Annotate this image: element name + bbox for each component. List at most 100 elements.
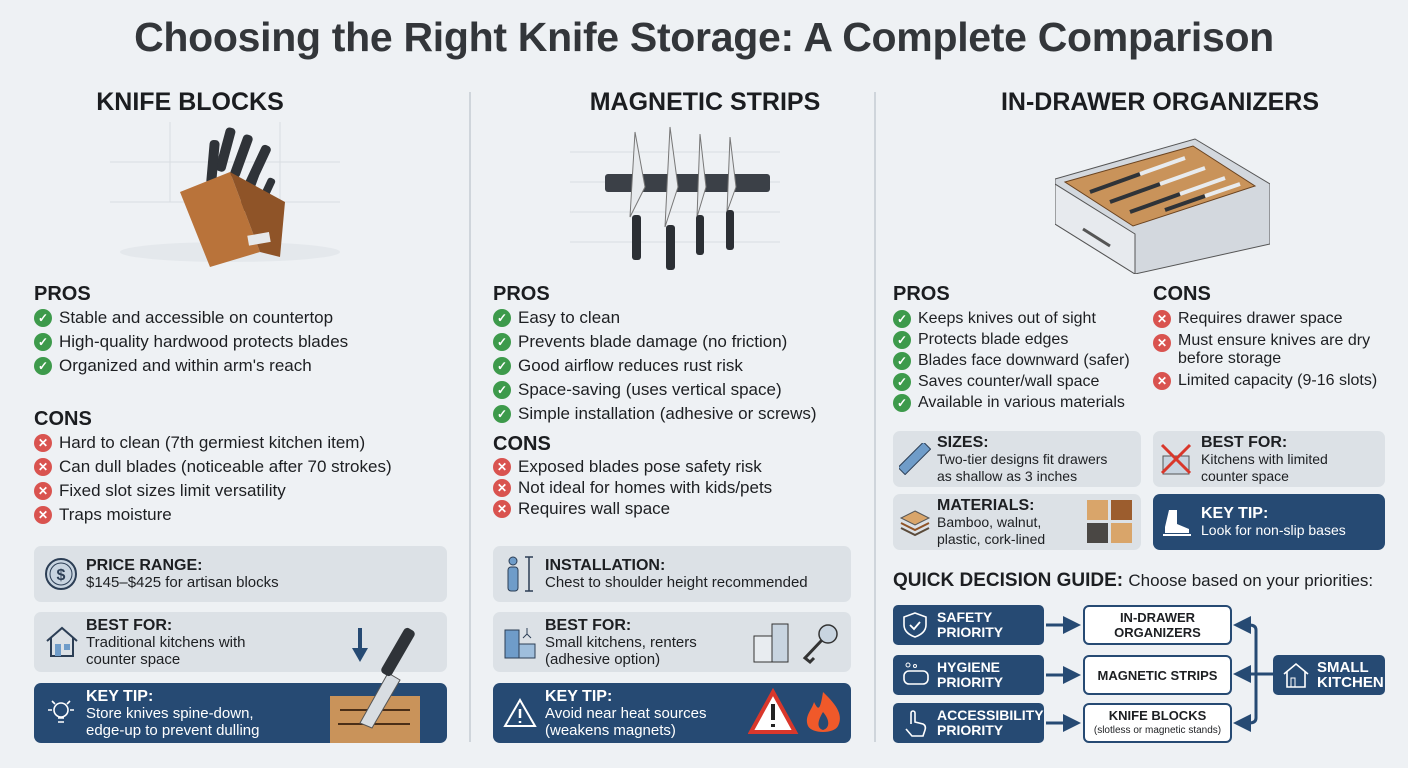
x-icon: ✕ [1153, 310, 1171, 328]
pros-label: PROS [34, 283, 91, 305]
magnetic-strips-pros: ✓Easy to clean ✓Prevents blade damage (n… [493, 306, 817, 426]
best-for-box: BEST FOR:Small kitchens, renters(adhesiv… [493, 612, 851, 672]
svg-text:$: $ [57, 567, 66, 584]
x-icon: ✕ [493, 458, 511, 476]
con-item: ✕Traps moisture [34, 503, 392, 527]
x-icon: ✕ [1153, 334, 1171, 352]
hand-pointer-icon [905, 710, 927, 737]
x-icon: ✕ [34, 482, 52, 500]
in-drawer-pros: ✓Keeps knives out of sight ✓Protects bla… [893, 308, 1130, 413]
cons-label: CONS [34, 408, 92, 430]
key-tip-box: KEY TIP:Look for non-slip bases [1153, 494, 1385, 550]
lightbulb-icon [48, 700, 74, 723]
ruler-icon [899, 443, 931, 475]
con-item: ✕Requires drawer space [1153, 308, 1377, 329]
x-icon: ✕ [34, 458, 52, 476]
pros-label: PROS [493, 283, 550, 305]
check-icon: ✓ [893, 373, 911, 391]
column-divider [874, 92, 876, 742]
con-item: ✕Not ideal for homes with kids/pets [493, 477, 772, 498]
house-icon [46, 626, 78, 657]
x-icon: ✕ [1153, 372, 1171, 390]
knife-in-block-illustration [330, 627, 420, 743]
con-item: ✕Hard to clean (7th germiest kitchen ite… [34, 431, 392, 455]
con-item: ✕Fixed slot sizes limit versatility [34, 479, 392, 503]
pro-item: ✓High-quality hardwood protects blades [34, 330, 348, 354]
pro-item: ✓Prevents blade damage (no friction) [493, 330, 817, 354]
check-icon: ✓ [34, 309, 52, 327]
magnetic-strips-heading: MAGNETIC STRIPS [589, 88, 821, 116]
appliance-key-icon [753, 623, 838, 665]
dollar-coin-icon: $ [45, 558, 77, 590]
pro-item: ✓Easy to clean [493, 306, 817, 330]
knife-block-illustration [110, 122, 340, 267]
heat-warning-icon [748, 688, 840, 734]
price-range-box: $ PRICE RANGE:$145–$425 for artisan bloc… [34, 546, 447, 602]
check-icon: ✓ [893, 331, 911, 349]
con-item: ✕Can dull blades (noticeable after 70 st… [34, 455, 392, 479]
x-icon: ✕ [34, 434, 52, 452]
check-icon: ✓ [493, 309, 511, 327]
con-item: ✕Limited capacity (9-16 slots) [1153, 370, 1377, 391]
shield-check-icon [903, 612, 927, 638]
material-swatches [1087, 500, 1132, 543]
person-height-icon [507, 556, 533, 592]
pro-item: ✓Organized and within arm's reach [34, 354, 348, 378]
pro-item: ✓Good airflow reduces rust risk [493, 354, 817, 378]
pro-item: ✓Simple installation (adhesive or screws… [493, 402, 817, 426]
x-icon: ✕ [493, 479, 511, 497]
kitchen-icon [504, 628, 536, 659]
layers-icon [899, 510, 931, 537]
pro-item: ✓Keeps knives out of sight [893, 308, 1130, 329]
pro-item: ✓Stable and accessible on countertop [34, 306, 348, 330]
x-icon: ✕ [34, 506, 52, 524]
check-icon: ✓ [893, 394, 911, 412]
pros-label: PROS [893, 283, 950, 305]
cons-label: CONS [1153, 283, 1211, 305]
materials-box: MATERIALS:Bamboo, walnut,plastic, cork-l… [893, 494, 1141, 550]
guide-arrows [1046, 616, 1273, 732]
sponge-icon [903, 662, 929, 685]
pro-item: ✓Available in various materials [893, 392, 1130, 413]
knife-blocks-cons: ✕Hard to clean (7th germiest kitchen ite… [34, 431, 392, 527]
in-drawer-cons: ✕Requires drawer space ✕Must ensure kniv… [1153, 308, 1377, 391]
installation-box: INSTALLATION:Chest to shoulder height re… [493, 546, 851, 602]
shoe-icon [1163, 510, 1191, 536]
knife-blocks-heading: KNIFE BLOCKS [96, 88, 284, 116]
pro-item: ✓Saves counter/wall space [893, 371, 1130, 392]
pro-item: ✓Blades face downward (safer) [893, 350, 1130, 371]
magnetic-strips-cons: ✕Exposed blades pose safety risk ✕Not id… [493, 456, 772, 519]
no-counter-icon [1160, 443, 1192, 475]
drawer-organizer-illustration [1055, 138, 1270, 274]
check-icon: ✓ [493, 405, 511, 423]
option-knife-blocks: KNIFE BLOCKS(slotless or magnetic stands… [1083, 703, 1232, 743]
check-icon: ✓ [893, 352, 911, 370]
warning-icon [503, 697, 537, 727]
check-icon: ✓ [34, 333, 52, 351]
magnetic-strip-illustration [570, 126, 780, 270]
check-icon: ✓ [493, 333, 511, 351]
pro-item: ✓Space-saving (uses vertical space) [493, 378, 817, 402]
check-icon: ✓ [493, 357, 511, 375]
in-drawer-heading: IN-DRAWER ORGANIZERS [1000, 88, 1320, 116]
column-divider [469, 92, 471, 742]
option-magnetic-strips: MAGNETIC STRIPS [1083, 655, 1232, 695]
con-item: ✕Exposed blades pose safety risk [493, 456, 772, 477]
cons-label: CONS [493, 433, 551, 455]
check-icon: ✓ [34, 357, 52, 375]
quick-decision-guide-title: QUICK DECISION GUIDE: Choose based on yo… [893, 570, 1374, 591]
check-icon: ✓ [493, 381, 511, 399]
knife-blocks-pros: ✓Stable and accessible on countertop ✓Hi… [34, 306, 348, 378]
house-icon [1283, 662, 1309, 688]
page-title: Choosing the Right Knife Storage: A Comp… [134, 14, 1274, 60]
con-item: ✕Requires wall space [493, 498, 772, 519]
pro-item: ✓Protects blade edges [893, 329, 1130, 350]
